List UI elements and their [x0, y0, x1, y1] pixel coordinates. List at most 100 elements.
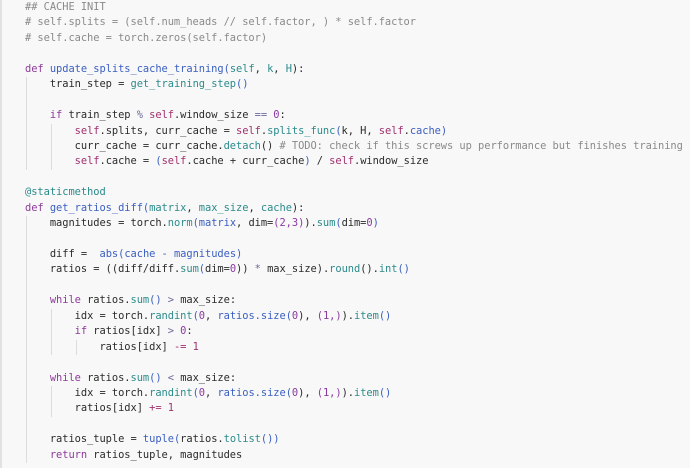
code-token: k, H, [341, 124, 379, 137]
code-token: ratios[idx] [99, 340, 174, 353]
code-token: ( [198, 263, 205, 276]
code-token: if [49, 109, 69, 122]
code-token: sum [180, 263, 199, 276]
code-token: item [354, 309, 379, 322]
code-token: item [354, 386, 379, 399]
code-token: 0 [198, 386, 206, 399]
code-token: # TODO: check if this screws up performa… [279, 139, 683, 152]
code-token: ) [304, 155, 311, 168]
code-token: . [260, 124, 268, 137]
code-token: 0 [180, 325, 187, 338]
code-line: ratios_tuple = tuple(ratios.tolist()) [25, 432, 683, 448]
code-token: ratios_tuple = [49, 433, 143, 446]
code-token: ( [285, 309, 292, 322]
code-token: sum [130, 294, 150, 307]
code-token: self [229, 62, 255, 75]
code-token: # self.cache = torch.zeros(self.factor) [25, 31, 268, 44]
code-token: idx = torch. [74, 386, 150, 399]
code-line: def get_ratios_diff(matrix, max_size, ca… [25, 201, 683, 216]
code-token: tolist [223, 433, 261, 446]
code-line: ## CACHE INIT [25, 0, 683, 15]
code-token: ratios.size [217, 309, 286, 322]
code-token: ratios = ((diff/diff. [49, 263, 181, 276]
code-token: ( [335, 124, 342, 137]
indent-guide [51, 401, 53, 417]
indent-guide [26, 385, 27, 402]
code-token: ). [341, 386, 355, 399]
code-token: % [136, 109, 150, 122]
code-token: self [236, 124, 261, 137]
indent-guide [26, 401, 27, 417]
code-token: > [167, 325, 181, 338]
code-token: ratios.size [217, 386, 286, 399]
code-token: ): [291, 201, 305, 214]
code-token: ), [298, 386, 317, 399]
indent-guide [26, 324, 27, 340]
indent-guide [51, 123, 53, 139]
code-token: def [25, 201, 50, 214]
code-token: ( [285, 386, 292, 399]
indent-guide [26, 108, 27, 124]
code-token: abs [99, 248, 119, 260]
code-token: max_size: [180, 294, 237, 307]
code-token: ( [192, 309, 199, 322]
code-token: , [205, 309, 218, 322]
code-token: round [329, 263, 361, 276]
code-token: 0 [229, 263, 237, 276]
code-line: self.cache = (self.cache + curr_cache) /… [25, 154, 683, 170]
code-token: 0 [291, 309, 299, 322]
code-block: ## CACHE INIT# self.splits = (self.num_h… [25, 0, 683, 464]
code-line: diff = abs(cache - magnitudes) [25, 247, 683, 263]
code-token: dim= [205, 263, 230, 276]
code-token: cache [260, 201, 292, 214]
code-token: cache [409, 124, 441, 137]
code-line [25, 416, 683, 433]
code-token: () [378, 309, 392, 322]
code-token: , [273, 62, 286, 75]
indent-guide [76, 339, 78, 356]
code-token: splits_func [267, 124, 336, 137]
code-line: @staticmethod [25, 185, 683, 200]
code-token: ( [335, 217, 342, 230]
code-token: 0 [198, 309, 206, 322]
code-token: ) [236, 248, 243, 260]
code-line: while ratios.sum() < max_size: [25, 370, 683, 386]
code-token: ratios[idx] [74, 402, 150, 415]
code-token: max_size). [267, 263, 330, 276]
code-line [25, 231, 683, 247]
code-token: 0 [366, 217, 373, 230]
code-token: () [378, 386, 392, 399]
code-line: magnitudes = torch.norm(matrix, dim=(2,3… [25, 216, 683, 232]
code-line [25, 170, 683, 185]
code-token: () [397, 263, 410, 276]
code-token: ()) [260, 433, 280, 446]
code-token: .cache = [99, 155, 156, 168]
code-line [25, 46, 683, 61]
code-token: ( [192, 217, 199, 230]
indent-guide [51, 154, 53, 170]
code-token: magnitudes = torch. [49, 217, 168, 230]
indent-guide [26, 416, 27, 433]
code-token: train_step [68, 109, 137, 122]
indent-guide [26, 138, 27, 155]
code-token: randint [149, 386, 193, 399]
code-token: train_step = [49, 78, 131, 91]
code-token: ( [118, 248, 125, 260]
code-token: while [49, 294, 88, 307]
code-token: idx = torch. [74, 309, 150, 322]
code-token: < [167, 371, 181, 384]
code-token: sum [316, 217, 336, 230]
code-token: .window_size [353, 155, 429, 168]
code-token: : [186, 325, 193, 338]
code-token: def [25, 62, 50, 75]
code-token: max_size [198, 201, 249, 214]
code-token: ratios. [180, 433, 224, 446]
code-line: # self.splits = (self.num_heads // self.… [25, 15, 683, 30]
code-token: == [254, 109, 274, 122]
indent-guide [26, 432, 27, 448]
code-token: 1 [192, 340, 199, 353]
indent-guide [26, 308, 27, 325]
code-token: int [378, 263, 398, 276]
code-token: self [329, 155, 354, 168]
code-token: ( [192, 386, 199, 399]
